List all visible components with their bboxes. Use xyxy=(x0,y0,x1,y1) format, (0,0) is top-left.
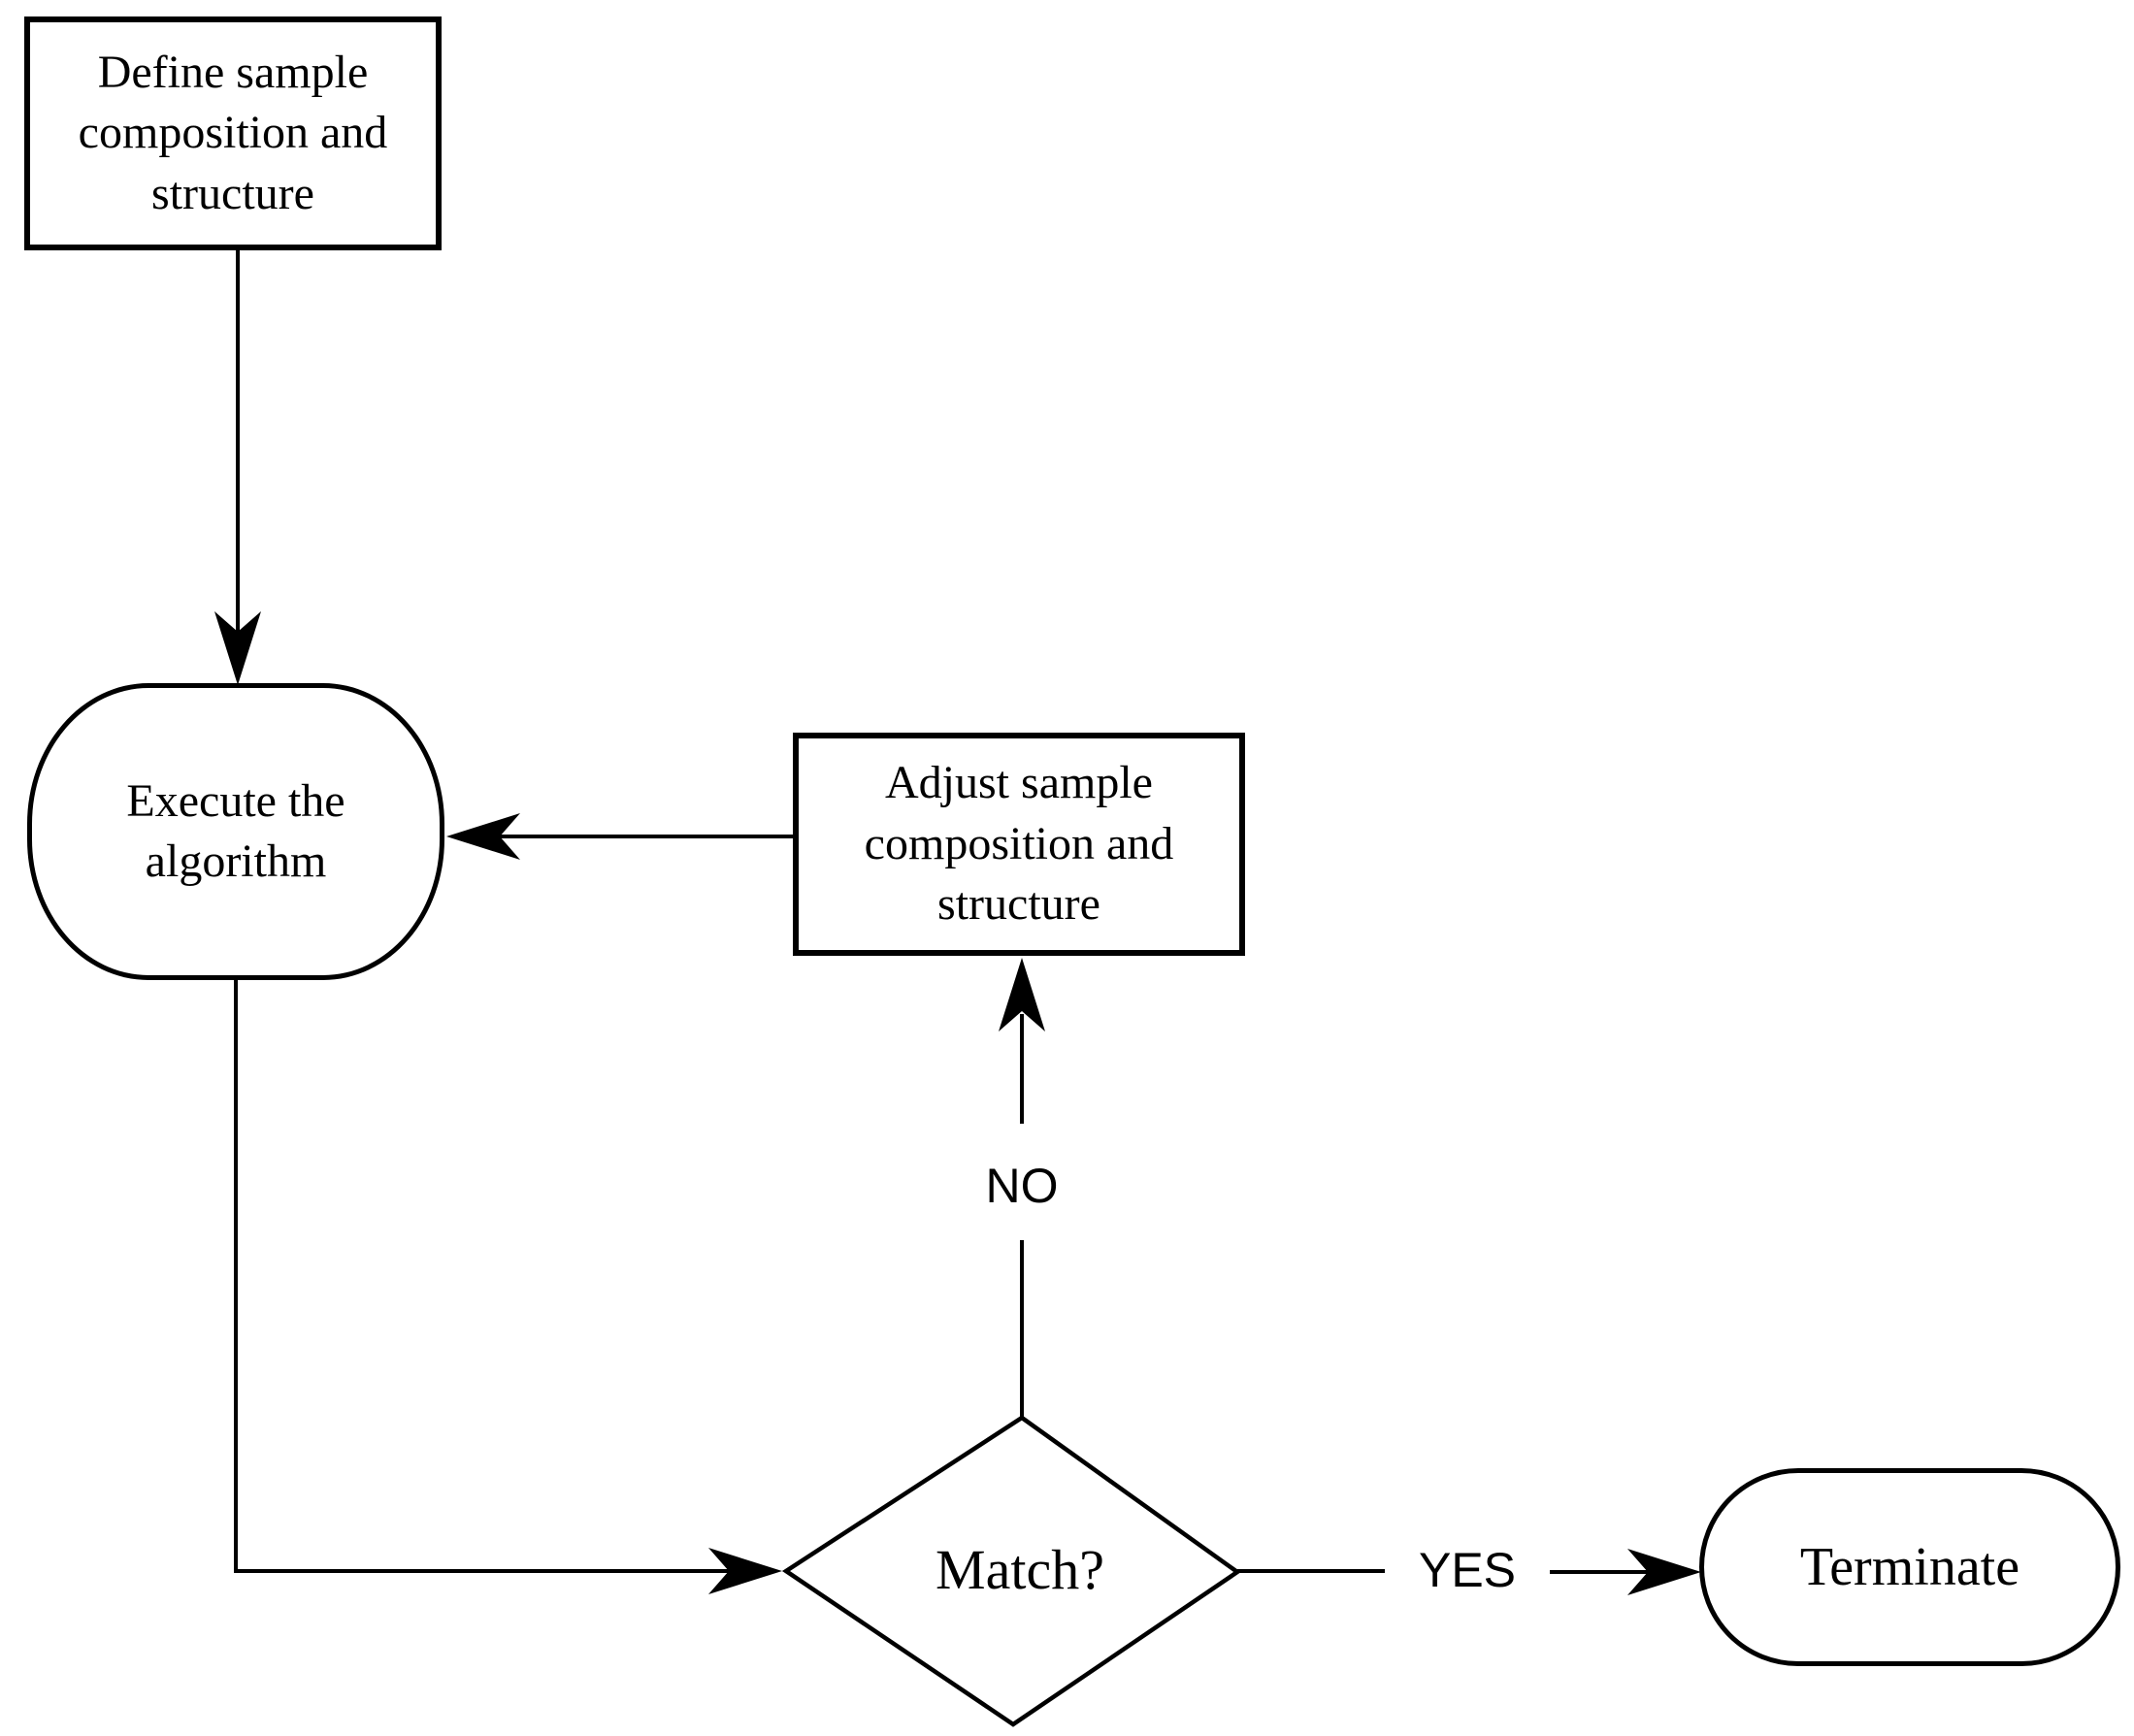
arrowhead-left-icon xyxy=(446,813,520,860)
connector-define-to-execute xyxy=(214,250,261,685)
edge-label-yes: YES xyxy=(1385,1522,1550,1619)
no-label-text: NO xyxy=(985,1159,1059,1213)
arrowhead-right-icon xyxy=(1627,1549,1701,1595)
node-match-diamond-shape xyxy=(781,1415,1241,1727)
node-terminate: Terminate xyxy=(1699,1468,2120,1666)
match-label-text: Match? xyxy=(936,1537,1104,1601)
arrowhead-down-icon xyxy=(214,611,261,685)
node-execute-label: Execute the algorithm xyxy=(126,774,345,887)
connector-match-to-adjust-no xyxy=(999,958,1045,1419)
node-match-label: Match? xyxy=(874,1511,1165,1627)
connector-line xyxy=(234,980,731,1573)
arrowhead-right-icon xyxy=(708,1548,782,1594)
node-adjust-sample: Adjust sample composition and structure xyxy=(793,733,1245,956)
connector-adjust-to-execute xyxy=(446,813,794,860)
node-execute-algorithm: Execute the algorithm xyxy=(27,683,444,980)
arrowhead-up-icon xyxy=(999,958,1045,1032)
connector-execute-to-match xyxy=(234,980,782,1594)
node-define-sample: Define sample composition and structure xyxy=(24,16,442,250)
yes-label-text: YES xyxy=(1418,1543,1517,1597)
node-adjust-label: Adjust sample composition and structure xyxy=(864,757,1174,931)
edge-label-no: NO xyxy=(949,1137,1095,1234)
node-terminate-label: Terminate xyxy=(1799,1536,2020,1597)
node-define-label: Define sample composition and structure xyxy=(78,46,388,219)
connector-match-to-terminate-yes xyxy=(1237,1549,1701,1595)
